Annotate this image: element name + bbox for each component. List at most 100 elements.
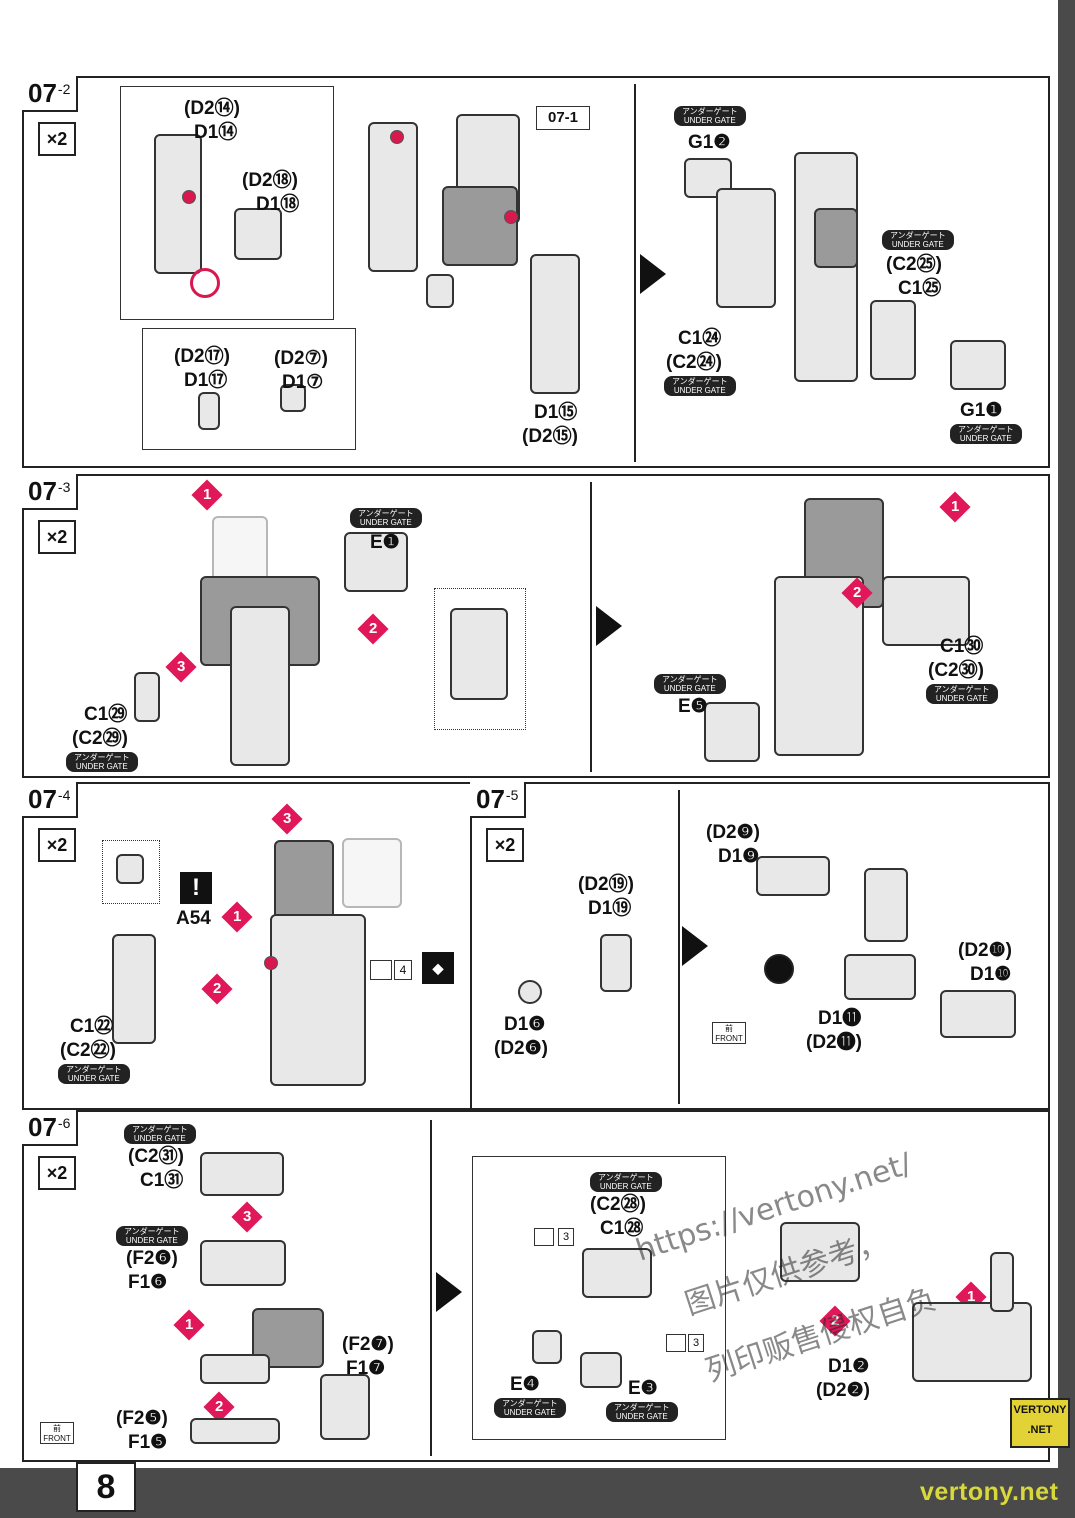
part-label: G1❷ [688,132,731,153]
part-label: A54 [176,908,211,929]
forearm-assembly [774,576,864,756]
part-label: D1⑭ [194,122,238,143]
part-label: (D2⓫) [806,1032,862,1053]
assembled-arm-joint [814,208,858,268]
step-panel-07-4: 07-4 ×2 ! A54 1 2 3 4 ◆ C1㉒ (C2㉒) アンダーゲー… [22,782,474,1110]
forearm-armor [230,606,290,766]
arm-inner-part [234,208,282,260]
step-ref-box: 3 [688,1334,704,1352]
quantity-badge: ×2 [38,122,76,156]
part-label: (C2㉚) [928,660,984,681]
part-label: E❺ [678,696,708,717]
arm-armor-left [368,122,418,272]
part-label: (D2⑮) [522,426,578,447]
part-label: (D2⑱) [242,170,298,191]
part-label: D1❷ [828,1356,870,1377]
detail-inset [102,840,160,904]
part-label: (D2❻) [494,1038,548,1059]
wrist-joint-lower [844,954,916,1000]
elbow-cap [426,274,454,308]
ghost-armor [342,838,402,908]
elbow-guard [950,340,1006,390]
wrist-peg [990,1252,1014,1312]
part-label: (D2❿) [958,940,1012,961]
snap-icon: ◆ [422,952,454,984]
small-cylinder-part [280,384,306,412]
part-label: (C2㉔) [666,352,722,373]
step-number: 07-3 [22,474,79,510]
part-label: (D2❾) [706,822,760,843]
part-label: D1❻ [504,1014,546,1035]
peg-marker [264,956,278,970]
forearm-armor [530,254,580,394]
site-name: vertony.net [920,1478,1059,1506]
part-label: C1㉔ [678,328,722,349]
part-label: D1⑰ [184,370,228,391]
page-bottom-bar [0,1468,1075,1518]
part-label: (D2⑦) [274,348,328,369]
finger-joint-part [582,1248,652,1298]
elbow-plate-detail [450,608,508,700]
part-label: C1㉚ [940,636,984,657]
small-plate [134,672,160,722]
joint-part [600,934,632,992]
quantity-badge: ×2 [38,828,76,862]
finger-part [580,1352,622,1388]
part-label: D1⑲ [588,898,632,919]
part-label: (C2㉕) [886,254,942,275]
part-label: G1❶ [960,400,1003,421]
part-label: (F2❼) [342,1334,394,1355]
part-label: E❸ [628,1378,658,1399]
next-arrow-icon [640,254,666,294]
detail-inset [142,328,356,450]
part-label: E❹ [510,1374,540,1395]
callout-1: 1 [939,491,971,523]
part-label: D1⑱ [256,194,300,215]
hand-lower [190,1418,280,1444]
part-label: (C2㉙) [72,728,128,749]
part-label: (D2⑲) [578,874,634,895]
step-divider [430,1120,432,1456]
part-label: D1❿ [970,964,1012,985]
knife-cut-icon [370,960,392,980]
part-label: (F2❺) [116,1408,168,1429]
callout-3: 3 [271,803,303,835]
page-side-bar-right [1058,0,1075,1518]
part-label: D1⑦ [282,372,324,393]
no-symbol-icon [190,268,220,298]
callout-1: 1 [221,901,253,933]
hand-cover [200,1152,284,1196]
step-divider [678,790,680,1104]
hand-joint-part [940,990,1016,1038]
step-number: 07-4 [22,782,79,818]
detail-inset [472,1156,726,1440]
peg-marker [504,210,518,224]
part-label: D1⑮ [534,402,578,423]
peg-marker [182,190,196,204]
part-label: D1❾ [718,846,760,867]
part-label: C1㉙ [84,704,128,725]
wrist-joint-upper [756,856,830,896]
side-plate [112,934,156,1044]
finger-part [532,1330,562,1364]
step-panel-07-2: 07-2 ×2 07-1 (D2⑭) D1⑭ (D2⑱) D1⑱ (D2⑰) D… [22,76,1050,468]
arm-armor-outer [716,188,776,308]
callout-2: 2 [357,613,389,645]
callout-3: 3 [231,1201,263,1233]
part-label: C1㉘ [600,1218,644,1239]
part-label: C1㉕ [898,278,942,299]
step-divider [634,84,636,462]
peg-marker [390,130,404,144]
page-number: 8 [76,1462,136,1512]
part-label: (D2⑭) [184,98,240,119]
wrist-cover [320,1374,370,1440]
